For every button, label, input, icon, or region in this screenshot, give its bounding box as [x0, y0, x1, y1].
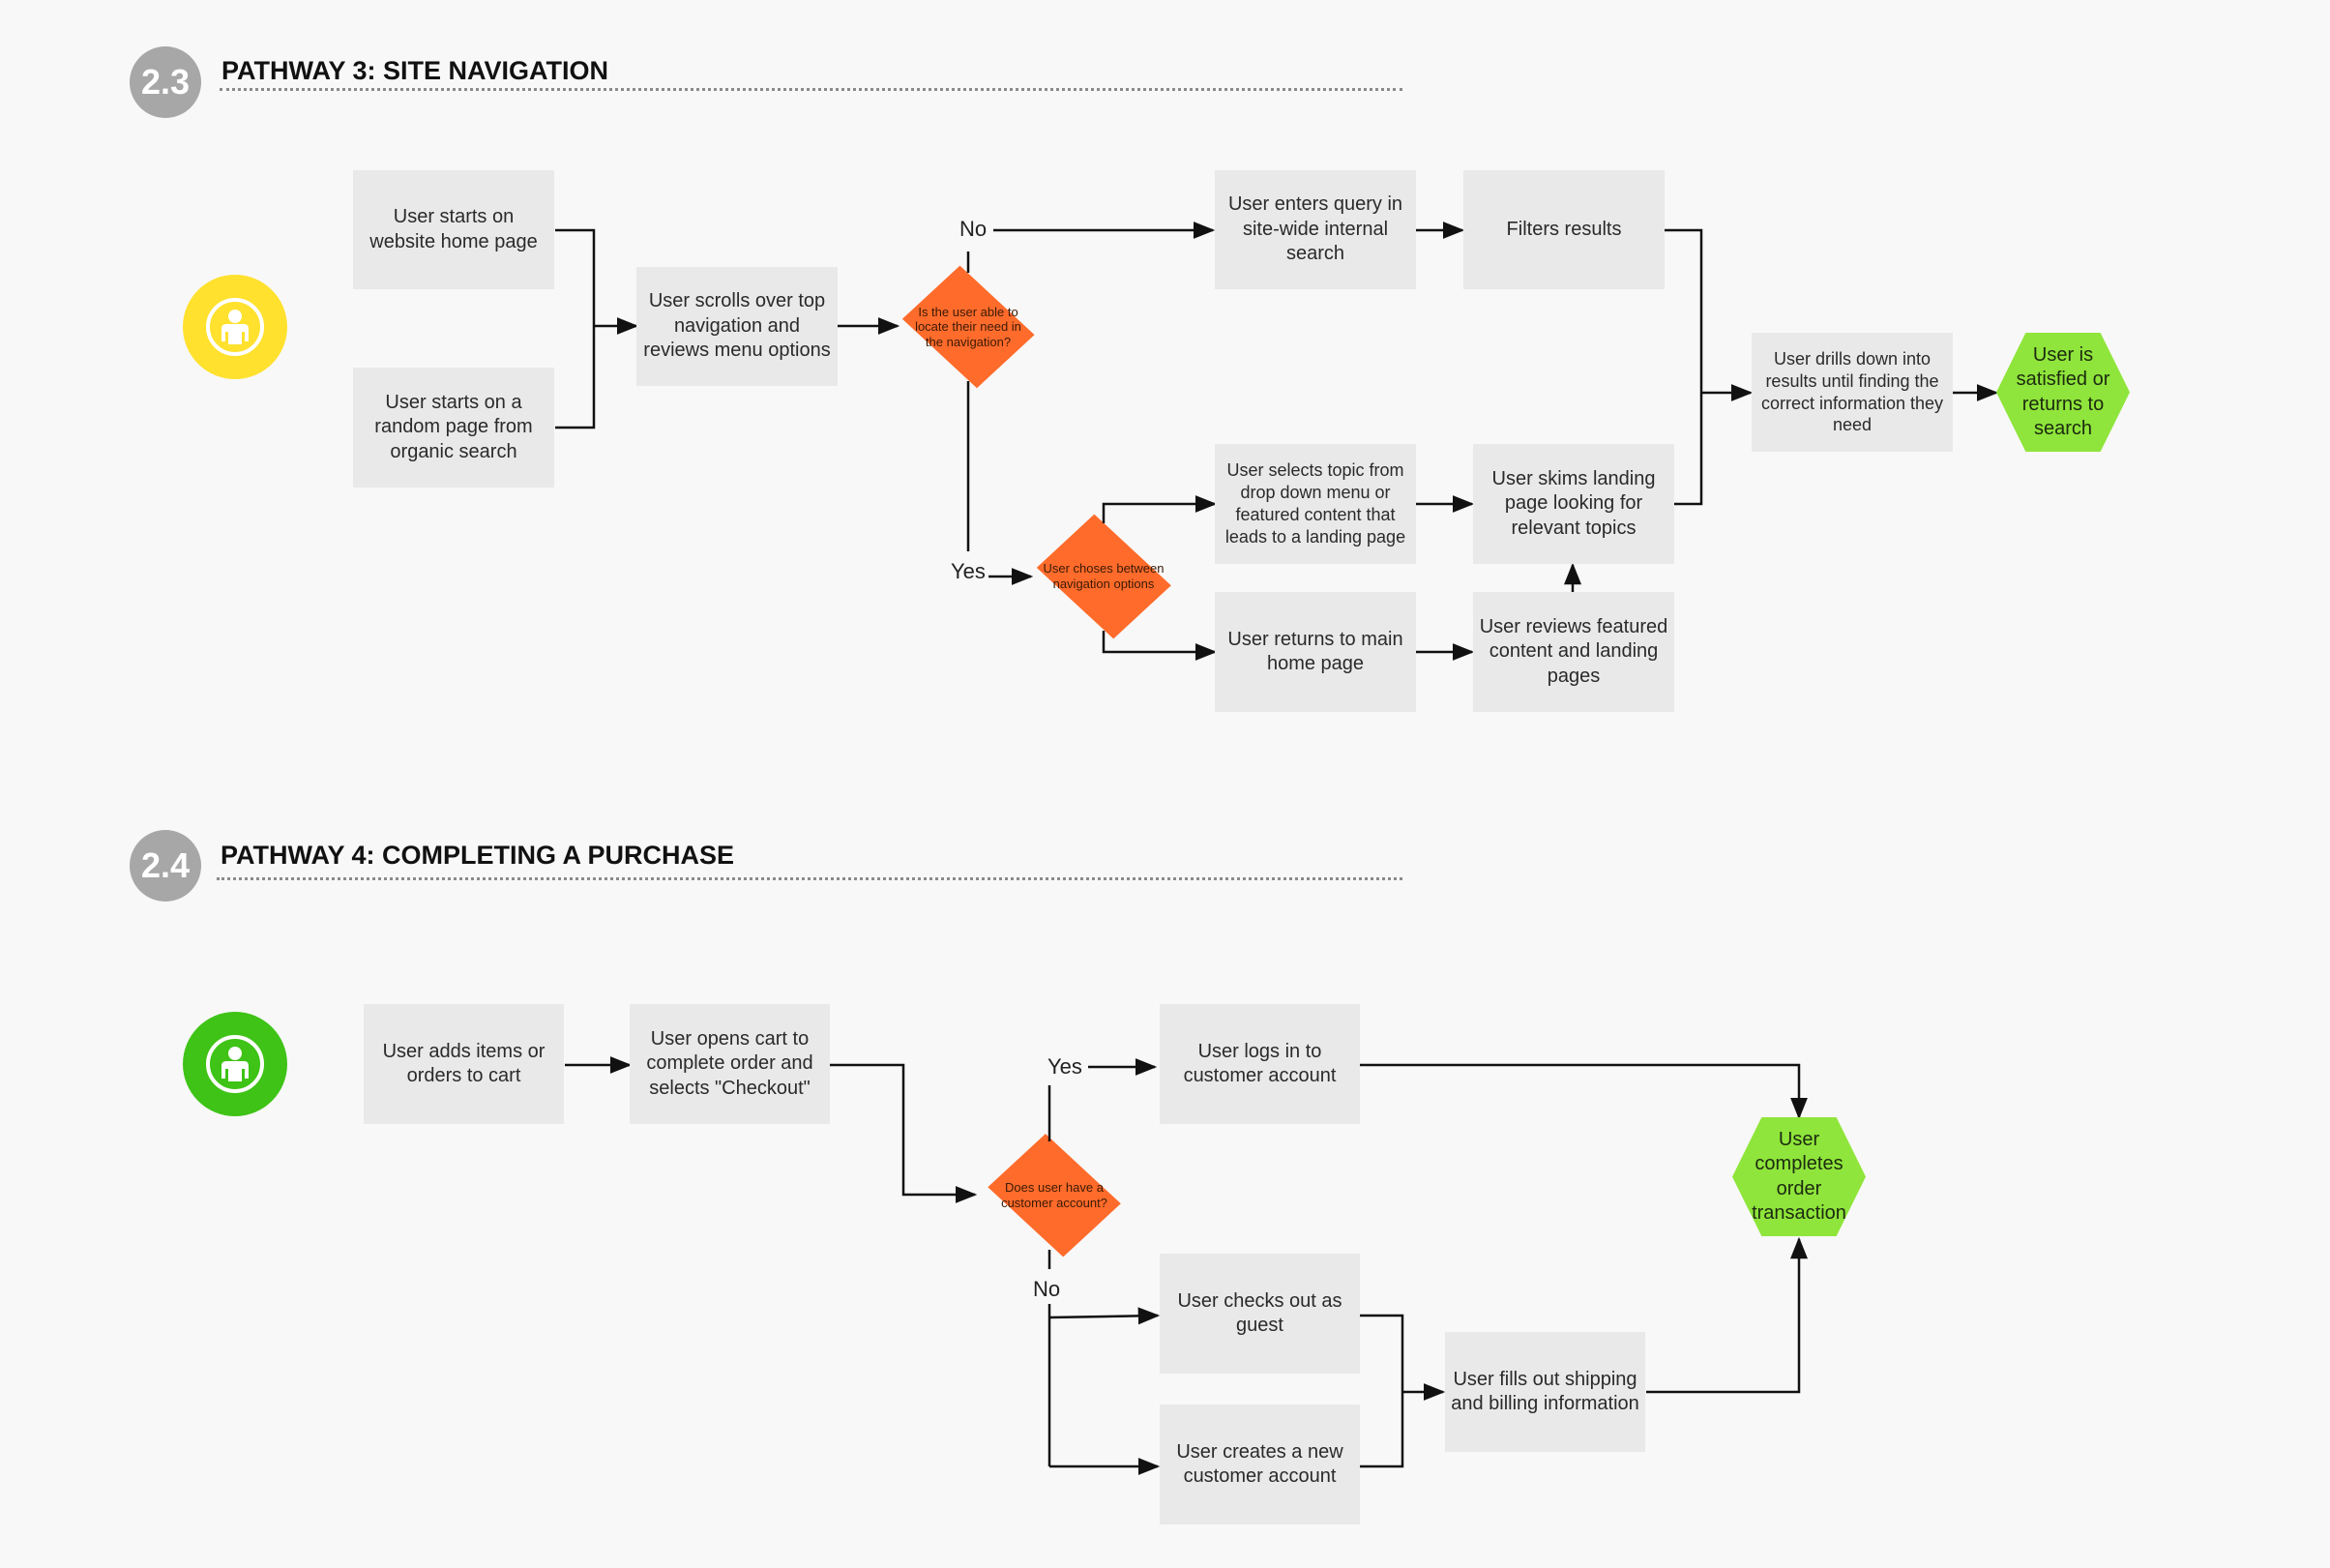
section-title: PATHWAY 3: SITE NAVIGATION	[221, 56, 609, 85]
node-returns-home: User returns to main home page	[1215, 592, 1416, 712]
node-checkout-guest: User checks out as guest	[1160, 1254, 1360, 1374]
node-start-random: User starts on a random page from organi…	[353, 368, 554, 488]
node-add-items: User adds items or orders to cart	[364, 1004, 564, 1124]
terminal-satisfied: User is satisfied or returns to search	[1996, 333, 2130, 452]
node-enter-query: User enters query in site-wide internal …	[1215, 170, 1416, 289]
decision-locate-need: Is the user able to locate their need in…	[899, 273, 1038, 381]
label-no: No	[1033, 1277, 1061, 1301]
edge-choose-return	[1102, 631, 1218, 661]
edge-choose-select	[1102, 495, 1218, 523]
edge-guest-merge	[1360, 1314, 1404, 1392]
edge-skims-merge	[1674, 393, 1703, 506]
node-filters-results: Filters results	[1463, 170, 1665, 289]
section-badge: 2.3	[130, 46, 201, 118]
edge-no-guest	[1048, 1307, 1161, 1325]
decision-label: User choses between navigation options	[1043, 561, 1165, 591]
persona-avatar	[183, 1012, 287, 1116]
person-icon	[206, 298, 264, 356]
label-no: No	[959, 217, 988, 241]
node-fill-shipping: User fills out shipping and billing info…	[1445, 1332, 1645, 1452]
title-divider	[217, 877, 1402, 880]
edge-home-merge	[555, 228, 596, 326]
decision-label: Does user have a customer account?	[1001, 1180, 1107, 1210]
node-create-account: User creates a new customer account	[1160, 1405, 1360, 1524]
edge-open-decision	[830, 1063, 978, 1203]
edge-create-merge	[1360, 1392, 1404, 1468]
edge-shipping-complete	[1646, 1236, 1808, 1394]
edge-login-complete	[1360, 1063, 1808, 1120]
section-badge: 2.4	[130, 830, 201, 902]
decision-choose-navigation: User choses between navigation options	[1032, 522, 1175, 631]
section-title: PATHWAY 4: COMPLETING A PURCHASE	[221, 841, 735, 870]
edge-random-merge	[555, 326, 596, 429]
label-yes: Yes	[1047, 1054, 1082, 1079]
decision-label: Is the user able to locate their need in…	[915, 304, 1021, 349]
terminal-completes-order: User completes order transaction	[1732, 1117, 1866, 1236]
node-open-cart: User opens cart to complete order and se…	[630, 1004, 830, 1124]
title-divider	[220, 88, 1402, 91]
node-scroll-navigation: User scrolls over top navigation and rev…	[636, 267, 838, 386]
edge-filters-merge	[1665, 228, 1703, 393]
person-icon	[206, 1035, 264, 1093]
label-yes: Yes	[951, 559, 986, 583]
node-drill-down: User drills down into results until find…	[1752, 333, 1953, 452]
node-logs-in: User logs in to customer account	[1160, 1004, 1360, 1124]
persona-avatar	[183, 275, 287, 379]
node-select-topic: User selects topic from drop down menu o…	[1215, 444, 1416, 564]
node-start-home: User starts on website home page	[353, 170, 554, 289]
node-skims-landing: User skims landing page looking for rele…	[1473, 444, 1674, 564]
decision-has-account: Does user have a customer account?	[984, 1141, 1125, 1250]
node-reviews-featured: User reviews featured content and landin…	[1473, 592, 1674, 712]
